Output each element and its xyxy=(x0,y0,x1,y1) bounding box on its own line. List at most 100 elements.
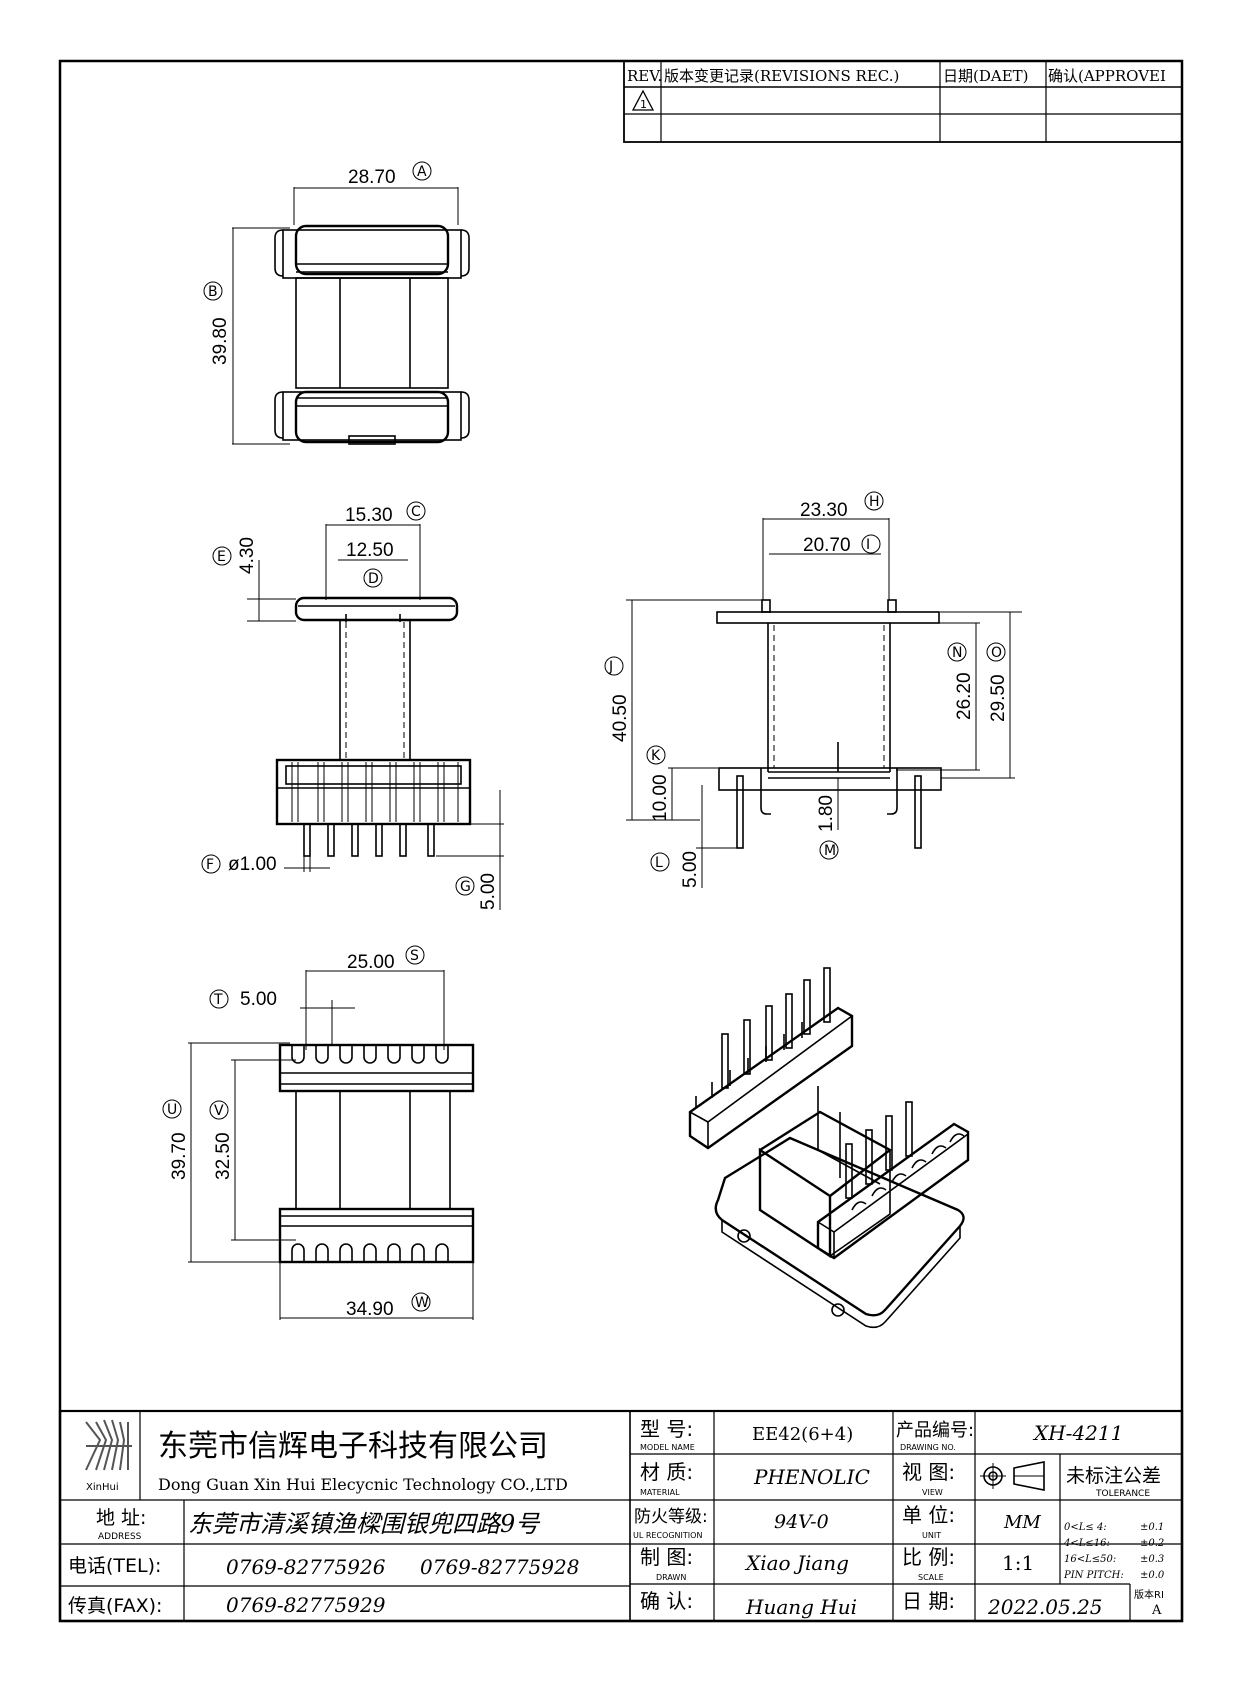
scale-label-en: SCALE xyxy=(918,1573,944,1582)
dim-D-value: 12.50 xyxy=(346,540,394,561)
dim-S-label-icon: S xyxy=(405,945,425,965)
dim-K-value: 10.00 xyxy=(650,774,671,822)
dim-E-label-icon: E xyxy=(212,546,232,566)
dim-L-value: 5.00 xyxy=(680,851,701,888)
company-logo: XinHui xyxy=(85,1419,132,1493)
material-value: PHENOLIC xyxy=(753,1465,870,1489)
svg-text:I: I xyxy=(866,537,870,553)
tolerance-value: ±0.1 xyxy=(1140,1522,1164,1533)
address-label-en: ADDRESS xyxy=(98,1532,142,1542)
view-label-en: VIEW xyxy=(922,1488,943,1497)
ul-label: 防火等级: xyxy=(634,1507,708,1527)
svg-text:A: A xyxy=(417,164,427,180)
svg-text:B: B xyxy=(208,284,218,300)
dim-H-label-icon: H xyxy=(864,491,884,511)
svg-text:O: O xyxy=(991,645,1002,661)
dim-E-value: 4.30 xyxy=(237,537,258,574)
dim-W-label-icon: W xyxy=(411,1292,431,1312)
tel-1: 0769-82775926 xyxy=(226,1555,386,1579)
dim-T-label-icon: T xyxy=(209,989,229,1009)
dim-F-label-icon: F xyxy=(201,854,221,874)
approve-header: 确认(APPROVEI xyxy=(1048,67,1166,85)
svg-text:D: D xyxy=(368,571,379,587)
dim-M-label-icon: M xyxy=(819,840,839,860)
iso-front-pins xyxy=(845,1101,913,1199)
scale-value: 1:1 xyxy=(1002,1551,1034,1575)
rev-header: REV. xyxy=(627,67,662,85)
address-label: 地 址: xyxy=(96,1507,146,1529)
unit-label-en: UNIT xyxy=(922,1531,941,1540)
company-name-cn: 东莞市信辉电子科技有限公司 xyxy=(158,1429,548,1464)
iso-back-pins xyxy=(721,967,831,1089)
svg-text:M: M xyxy=(824,843,836,859)
dim-U-value: 39.70 xyxy=(169,1132,190,1180)
svg-text:N: N xyxy=(952,645,962,661)
side-view: 23.30 H 20.70 I 40.50 J 10.00 K xyxy=(604,491,1022,888)
logo-text: XinHui xyxy=(86,1482,119,1493)
svg-text:W: W xyxy=(415,1295,429,1311)
dim-G-label-icon: G xyxy=(455,876,475,896)
tolerance-value: ±0.0 xyxy=(1140,1570,1165,1581)
dim-O-label-icon: O xyxy=(986,642,1006,662)
dim-W-value: 34.90 xyxy=(346,1299,394,1320)
unit-label: 单 位: xyxy=(902,1503,955,1527)
dim-U-label-icon: U xyxy=(162,1099,182,1119)
date-header: 日期(DAET) xyxy=(943,67,1029,85)
fax-value: 0769-82775929 xyxy=(226,1593,386,1617)
dim-I-label-icon: I xyxy=(861,534,881,554)
projection-symbol-icon xyxy=(980,1461,1045,1491)
approve-value: Huang Hui xyxy=(745,1595,857,1619)
dim-G-value: 5.00 xyxy=(478,873,499,910)
ul-value: 94V-0 xyxy=(774,1511,829,1533)
dim-B-label-icon: B xyxy=(203,281,223,301)
revision-triangle-icon: 1 xyxy=(631,89,655,111)
dim-I-value: 20.70 xyxy=(803,535,851,556)
dim-A-label-icon: A xyxy=(412,161,432,181)
model-label: 型 号: xyxy=(640,1417,693,1441)
material-label: 材 质: xyxy=(640,1460,693,1484)
dim-L-label-icon: L xyxy=(650,852,670,872)
svg-text:G: G xyxy=(460,879,471,895)
drawn-value: Xiao Jiang xyxy=(744,1551,849,1575)
tolerance-value: ±0.2 xyxy=(1140,1538,1164,1549)
title-block: XinHui 东莞市信辉电子科技有限公司 Dong Guan Xin Hui E… xyxy=(58,1409,1184,1623)
revisions-header: 版本变更记录(REVISIONS REC.) xyxy=(664,67,899,85)
tolerance-range: 16<L≤50: xyxy=(1064,1554,1116,1565)
revision-table: REV. 版本变更记录(REVISIONS REC.) 日期(DAET) 确认(… xyxy=(623,60,1183,143)
svg-text:F: F xyxy=(206,857,214,873)
svg-text:C: C xyxy=(411,504,421,520)
dim-O-value: 29.50 xyxy=(988,674,1009,722)
dim-K-label-icon: K xyxy=(646,745,666,765)
svg-text:J: J xyxy=(608,659,613,675)
tolerance-range: 0<L≤ 4: xyxy=(1064,1522,1107,1533)
dim-J-value: 40.50 xyxy=(610,694,631,742)
date-label: 日 期: xyxy=(902,1589,955,1613)
tolerance-range: PIN PITCH: xyxy=(1063,1570,1124,1581)
version-value: A xyxy=(1151,1603,1162,1618)
svg-text:L: L xyxy=(655,855,663,871)
dim-H-value: 23.30 xyxy=(800,500,848,521)
drawn-label-en: DRAWN xyxy=(656,1573,686,1582)
dim-T-value: 5.00 xyxy=(240,989,277,1010)
dim-D-label-icon: D xyxy=(363,568,383,588)
bottom-view: 25.00 S 5.00 T 39.70 U 32.50 V xyxy=(162,945,475,1320)
svg-text:K: K xyxy=(651,748,661,764)
tel-2: 0769-82775928 xyxy=(420,1555,579,1579)
company-name-en: Dong Guan Xin Hui Elecycnic Technology C… xyxy=(158,1475,568,1494)
unit-value: MM xyxy=(1003,1512,1041,1533)
pins xyxy=(303,823,435,857)
dim-V-value: 32.50 xyxy=(213,1132,234,1180)
dim-V-label-icon: V xyxy=(209,1100,229,1120)
dim-S-value: 25.00 xyxy=(347,952,395,973)
address-value: 东莞市清溪镇渔樑围银兜四路9号 xyxy=(188,1510,541,1538)
version-label: 版本RI xyxy=(1134,1588,1164,1601)
tolerance-value: ±0.3 xyxy=(1140,1554,1164,1565)
sheet-border xyxy=(58,59,1184,1623)
dim-F-value: ø1.00 xyxy=(228,854,277,875)
drawn-label: 制 图: xyxy=(640,1545,693,1569)
tolerance-table: 0<L≤ 4: ±0.1 4<L≤16: ±0.2 16<L≤50: ±0.3 … xyxy=(1063,1522,1165,1581)
svg-text:1: 1 xyxy=(640,98,647,111)
svg-text:S: S xyxy=(410,948,419,964)
model-label-en: MODEL NAME xyxy=(640,1443,695,1452)
